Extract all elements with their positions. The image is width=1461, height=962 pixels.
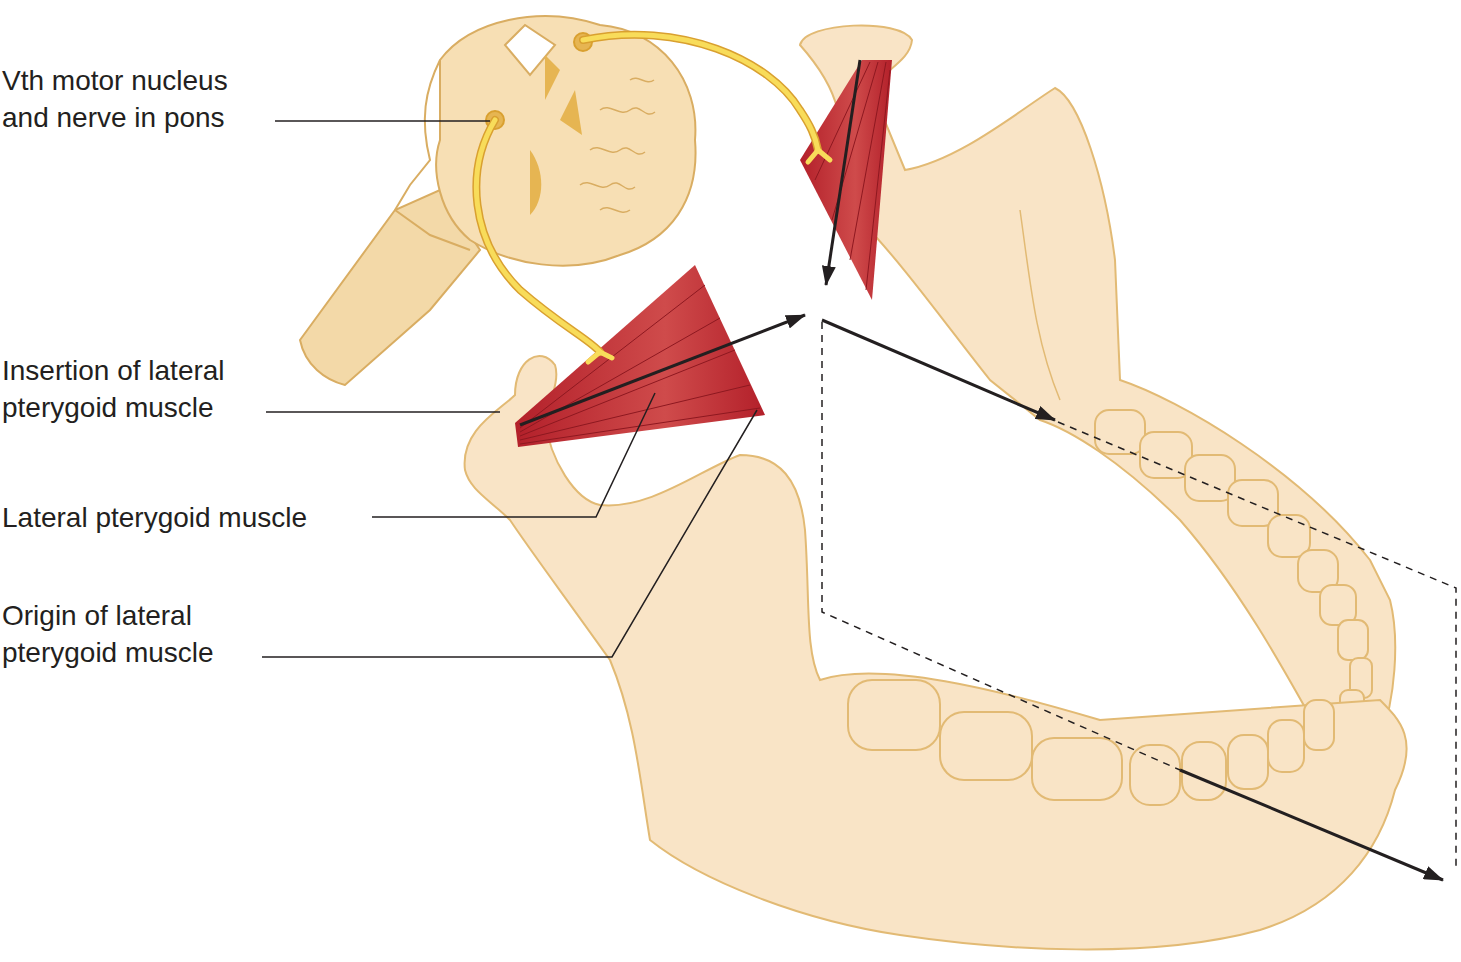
far-mandible <box>800 25 1395 770</box>
trigeminal-nerve <box>476 35 818 352</box>
part-label: Insertion of lateral pterygoid muscle <box>2 352 270 426</box>
lateral-pterygoid-muscle <box>515 265 765 447</box>
part-label: Origin of lateral pterygoid muscle <box>2 597 270 671</box>
dashed-guides <box>822 322 1456 870</box>
force-arrows <box>520 60 1443 880</box>
part-label: Lateral pterygoid muscle <box>2 499 372 536</box>
near-teeth <box>848 680 1334 805</box>
far-teeth <box>1095 410 1372 750</box>
near-mandible <box>465 356 1407 949</box>
upper-muscle <box>800 60 892 300</box>
pons <box>436 16 695 265</box>
leader-lines <box>262 121 757 657</box>
part-label: Vth motor nucleus and nerve in pons <box>2 62 277 136</box>
